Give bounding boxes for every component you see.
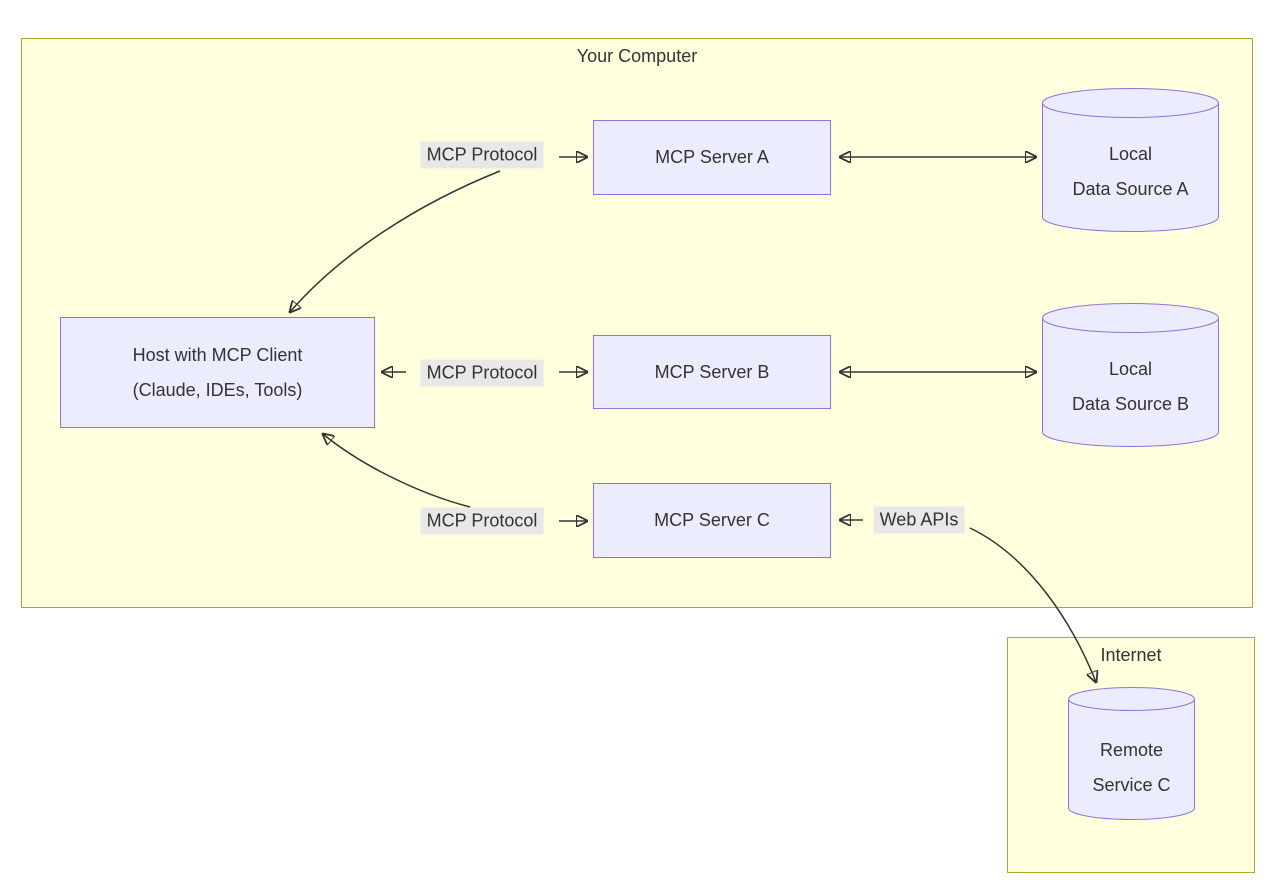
cylinder-shape xyxy=(1068,687,1195,820)
node-label-line: Local xyxy=(1108,144,1153,164)
node-label-line: Data Source A xyxy=(1072,179,1189,199)
node-label-line: Local xyxy=(1108,359,1153,379)
node-label-line: Host with MCP Client xyxy=(132,344,303,365)
node-label-line: Data Source B xyxy=(1071,394,1190,414)
node-remote-service-c: Remote Service C xyxy=(1068,687,1195,820)
edge-web-to-remote-c-curve xyxy=(969,527,1096,682)
node-label-line: Remote xyxy=(1099,740,1164,760)
node-mcp-server-c: MCP Server C xyxy=(593,483,831,558)
node-label-line: MCP Server A xyxy=(655,147,769,167)
node-mcp-server-a: MCP Server A xyxy=(593,120,831,195)
node-host-with-mcp-client: Host with MCP Client (Claude, IDEs, Tool… xyxy=(60,317,375,428)
cylinder-shape xyxy=(1042,88,1219,232)
node-label-line: MCP Server C xyxy=(654,510,770,530)
cluster-title-your-computer: Your Computer xyxy=(576,46,698,66)
edge-label-web-apis: Web APIs xyxy=(873,506,965,534)
edge-label-mcp-protocol-c: MCP Protocol xyxy=(420,507,544,535)
cylinder-shape xyxy=(1042,303,1219,447)
node-local-data-source-b: Local Data Source B xyxy=(1042,303,1219,447)
node-label-line: Service C xyxy=(1092,775,1171,795)
edge-host-to-server-a-curve xyxy=(290,170,501,312)
cluster-title-internet: Internet xyxy=(1100,645,1162,665)
edge-label-mcp-protocol-a: MCP Protocol xyxy=(420,141,544,169)
edge-label-mcp-protocol-b: MCP Protocol xyxy=(420,359,544,387)
edge-host-to-server-c-curve xyxy=(323,434,471,508)
cluster-internet: Internet xyxy=(1007,637,1255,873)
node-mcp-server-b: MCP Server B xyxy=(593,335,831,409)
node-label-line: MCP Server B xyxy=(654,361,770,382)
node-label-line: (Claude, IDEs, Tools) xyxy=(132,379,303,400)
node-local-data-source-a: Local Data Source A xyxy=(1042,88,1219,232)
